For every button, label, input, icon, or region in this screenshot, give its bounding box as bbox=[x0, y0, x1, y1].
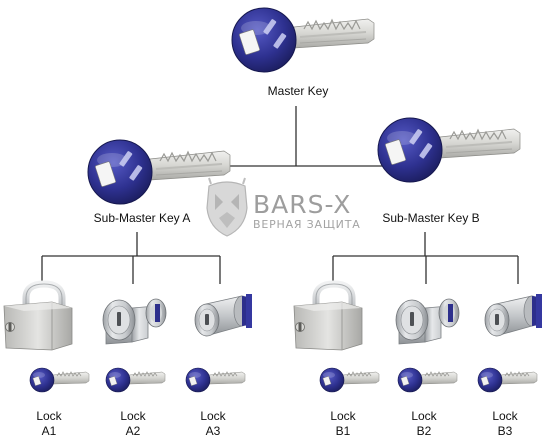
cam-cylinder-icon-b3 bbox=[484, 293, 543, 337]
master-key-label: Master Key bbox=[267, 84, 329, 98]
sub-master-key-a-label: Sub-Master Key A bbox=[93, 211, 191, 225]
connector-lines bbox=[41, 106, 519, 284]
key-icon-a3 bbox=[185, 367, 246, 393]
key-icon-b3 bbox=[477, 367, 538, 393]
euro-cylinder-icon-b2 bbox=[395, 298, 460, 345]
sub-master-key-b-icon bbox=[377, 117, 521, 183]
lock-label-b1-word: Lock bbox=[330, 409, 356, 423]
lock-label-b2-word: Lock bbox=[411, 409, 437, 423]
lock-label-a2-code: A2 bbox=[125, 424, 141, 438]
watermark-subtitle: ВЕРНАЯ ЗАЩИТА bbox=[253, 218, 361, 231]
cam-cylinder-icon-a3 bbox=[194, 293, 253, 337]
padlock-icon-b1 bbox=[294, 284, 362, 350]
lock-label-a1: Lock A1 bbox=[29, 409, 69, 439]
lock-label-a2-word: Lock bbox=[120, 409, 146, 423]
lock-label-a2: Lock A2 bbox=[113, 409, 153, 439]
padlock-icon-a1 bbox=[4, 284, 72, 350]
euro-cylinder-icon-a2 bbox=[102, 298, 167, 345]
watermark-title: BARS-X bbox=[253, 190, 352, 219]
lock-label-b1: Lock B1 bbox=[323, 409, 363, 439]
key-icon-b1 bbox=[319, 367, 380, 393]
lock-label-b2: Lock B2 bbox=[404, 409, 444, 439]
master-key-icon bbox=[231, 7, 375, 73]
lock-label-a1-code: A1 bbox=[41, 424, 57, 438]
bars-x-logo-icon bbox=[206, 177, 248, 237]
lock-label-a3-code: A3 bbox=[205, 424, 221, 438]
lock-label-a1-word: Lock bbox=[36, 409, 62, 423]
lock-label-b1-code: B1 bbox=[335, 424, 351, 438]
lock-label-b2-code: B2 bbox=[416, 424, 432, 438]
lock-label-a3-word: Lock bbox=[200, 409, 226, 423]
sub-master-key-b-label: Sub-Master Key B bbox=[382, 211, 480, 225]
key-icon-b2 bbox=[397, 367, 458, 393]
lock-label-b3: Lock B3 bbox=[485, 409, 525, 439]
lock-label-b3-code: B3 bbox=[497, 424, 513, 438]
key-icon-a1 bbox=[29, 367, 90, 393]
lock-label-b3-word: Lock bbox=[492, 409, 518, 423]
key-icon-a2 bbox=[105, 367, 166, 393]
lock-label-a3: Lock A3 bbox=[193, 409, 233, 439]
